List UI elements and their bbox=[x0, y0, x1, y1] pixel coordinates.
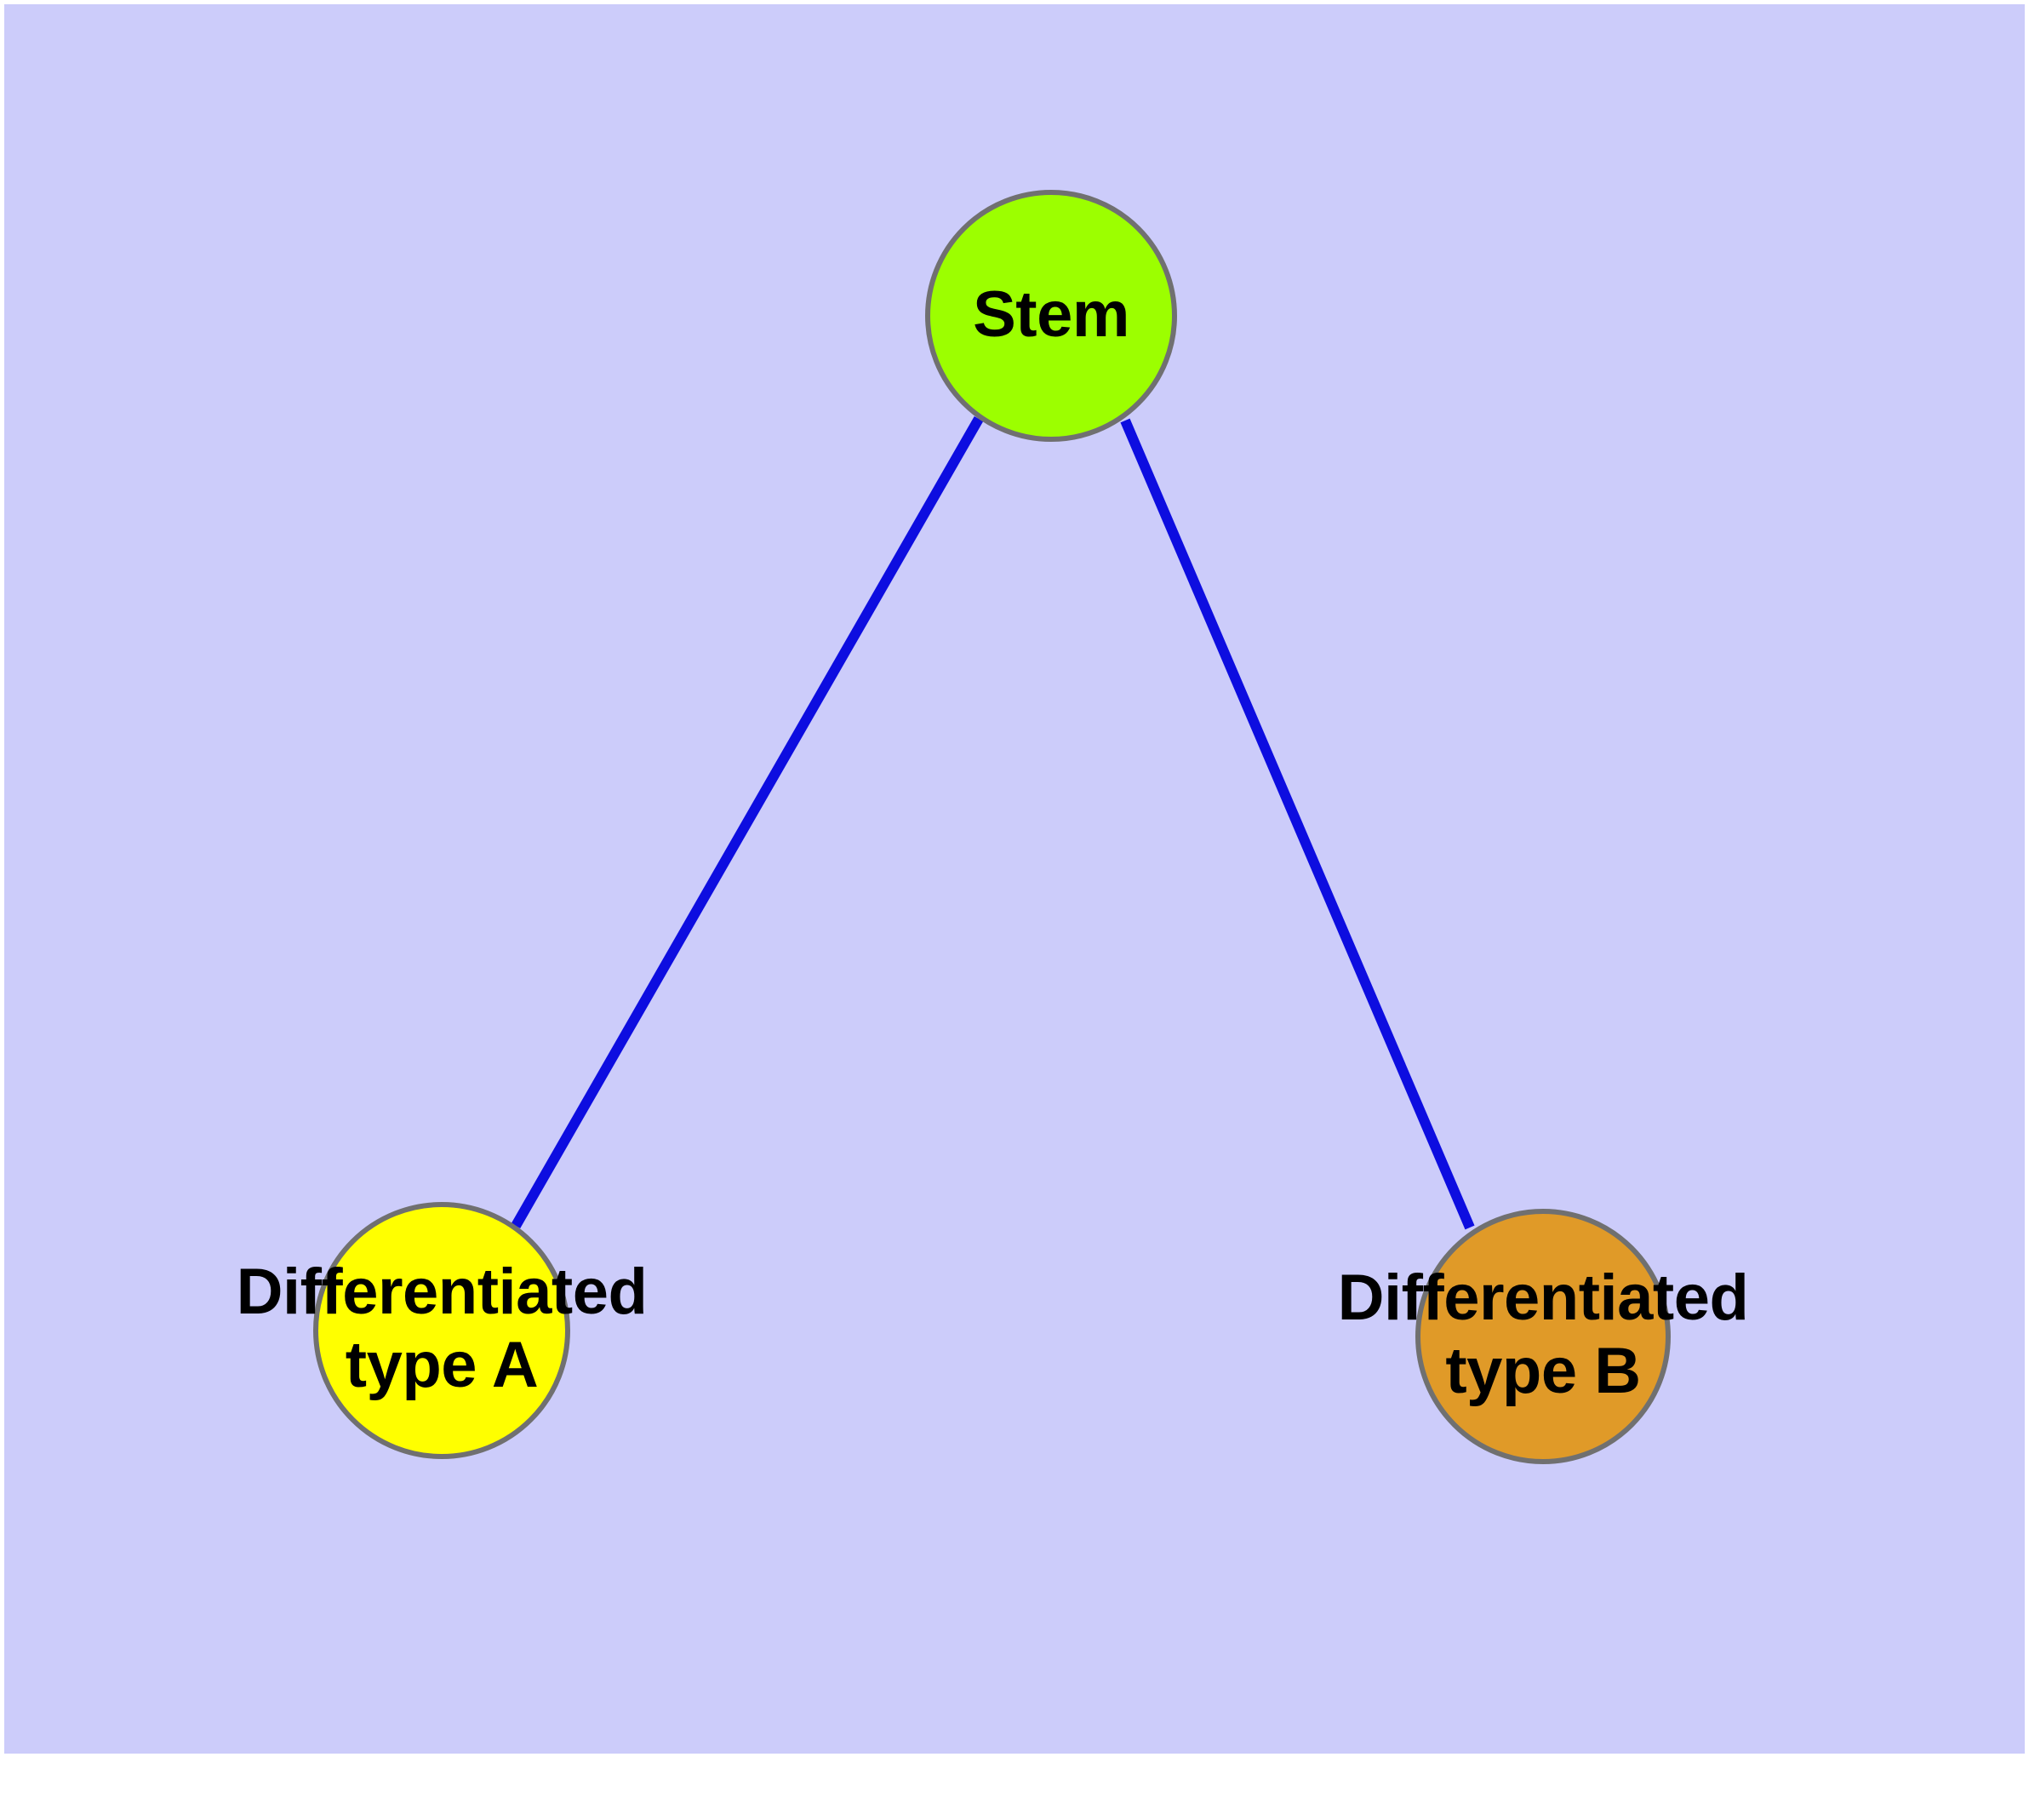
node-differentiated-type-b[interactable] bbox=[1415, 1209, 1671, 1464]
node-stem[interactable] bbox=[925, 190, 1177, 442]
diagram-plot-area: Stem Differentiated type A Differentiate… bbox=[4, 4, 2025, 1754]
edge-stem-to-differentiated-type-b bbox=[1120, 418, 1475, 1230]
node-differentiated-type-a[interactable] bbox=[313, 1202, 570, 1459]
edge-stem-to-differentiated-type-a bbox=[511, 416, 984, 1228]
